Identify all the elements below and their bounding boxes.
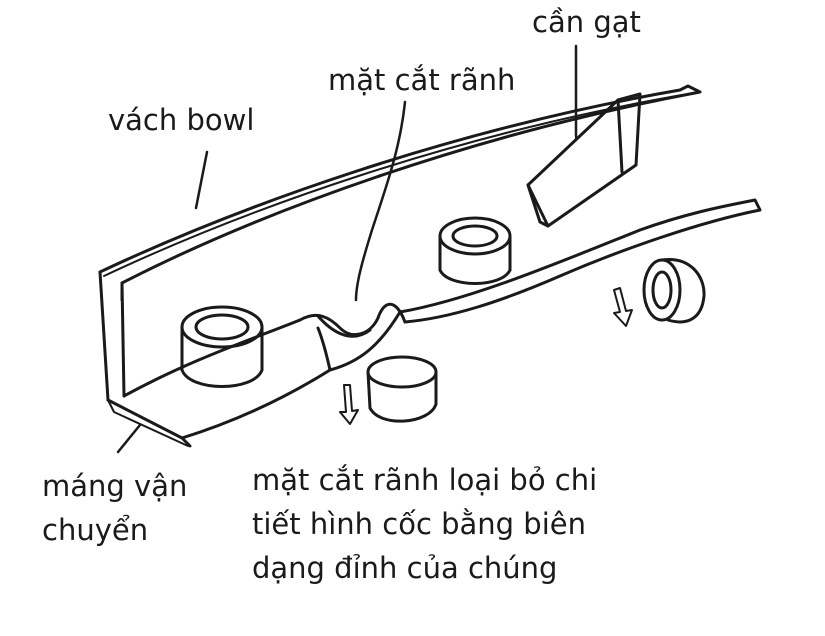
track-label: máng vận chuyển [42, 464, 187, 552]
drop-arrow-right [614, 288, 632, 326]
cup-part-left [182, 307, 262, 387]
rejected-cup-sideways [644, 259, 704, 321]
caption-line-3: dạng đỉnh của chúng [252, 546, 597, 590]
caption: mặt cắt rãnh loại bỏ chi tiết hình cốc b… [252, 458, 597, 590]
bowl-wall-label: vách bowl [108, 98, 254, 142]
track-label-line-2: chuyển [42, 508, 187, 552]
slot-section-label: mặt cắt rãnh [328, 58, 515, 102]
leader-slot [356, 102, 405, 300]
caption-line-2: tiết hình cốc bằng biên [252, 502, 597, 546]
rejected-cup-falling [368, 357, 436, 421]
cup-part-right [440, 218, 510, 284]
leader-track [118, 425, 140, 452]
caption-line-1: mặt cắt rãnh loại bỏ chi [252, 458, 597, 502]
lever-label: cần gạt [532, 0, 641, 44]
track-label-line-1: máng vận [42, 464, 187, 508]
drop-arrow-middle [340, 385, 358, 424]
leader-bowl-wall [196, 152, 207, 208]
